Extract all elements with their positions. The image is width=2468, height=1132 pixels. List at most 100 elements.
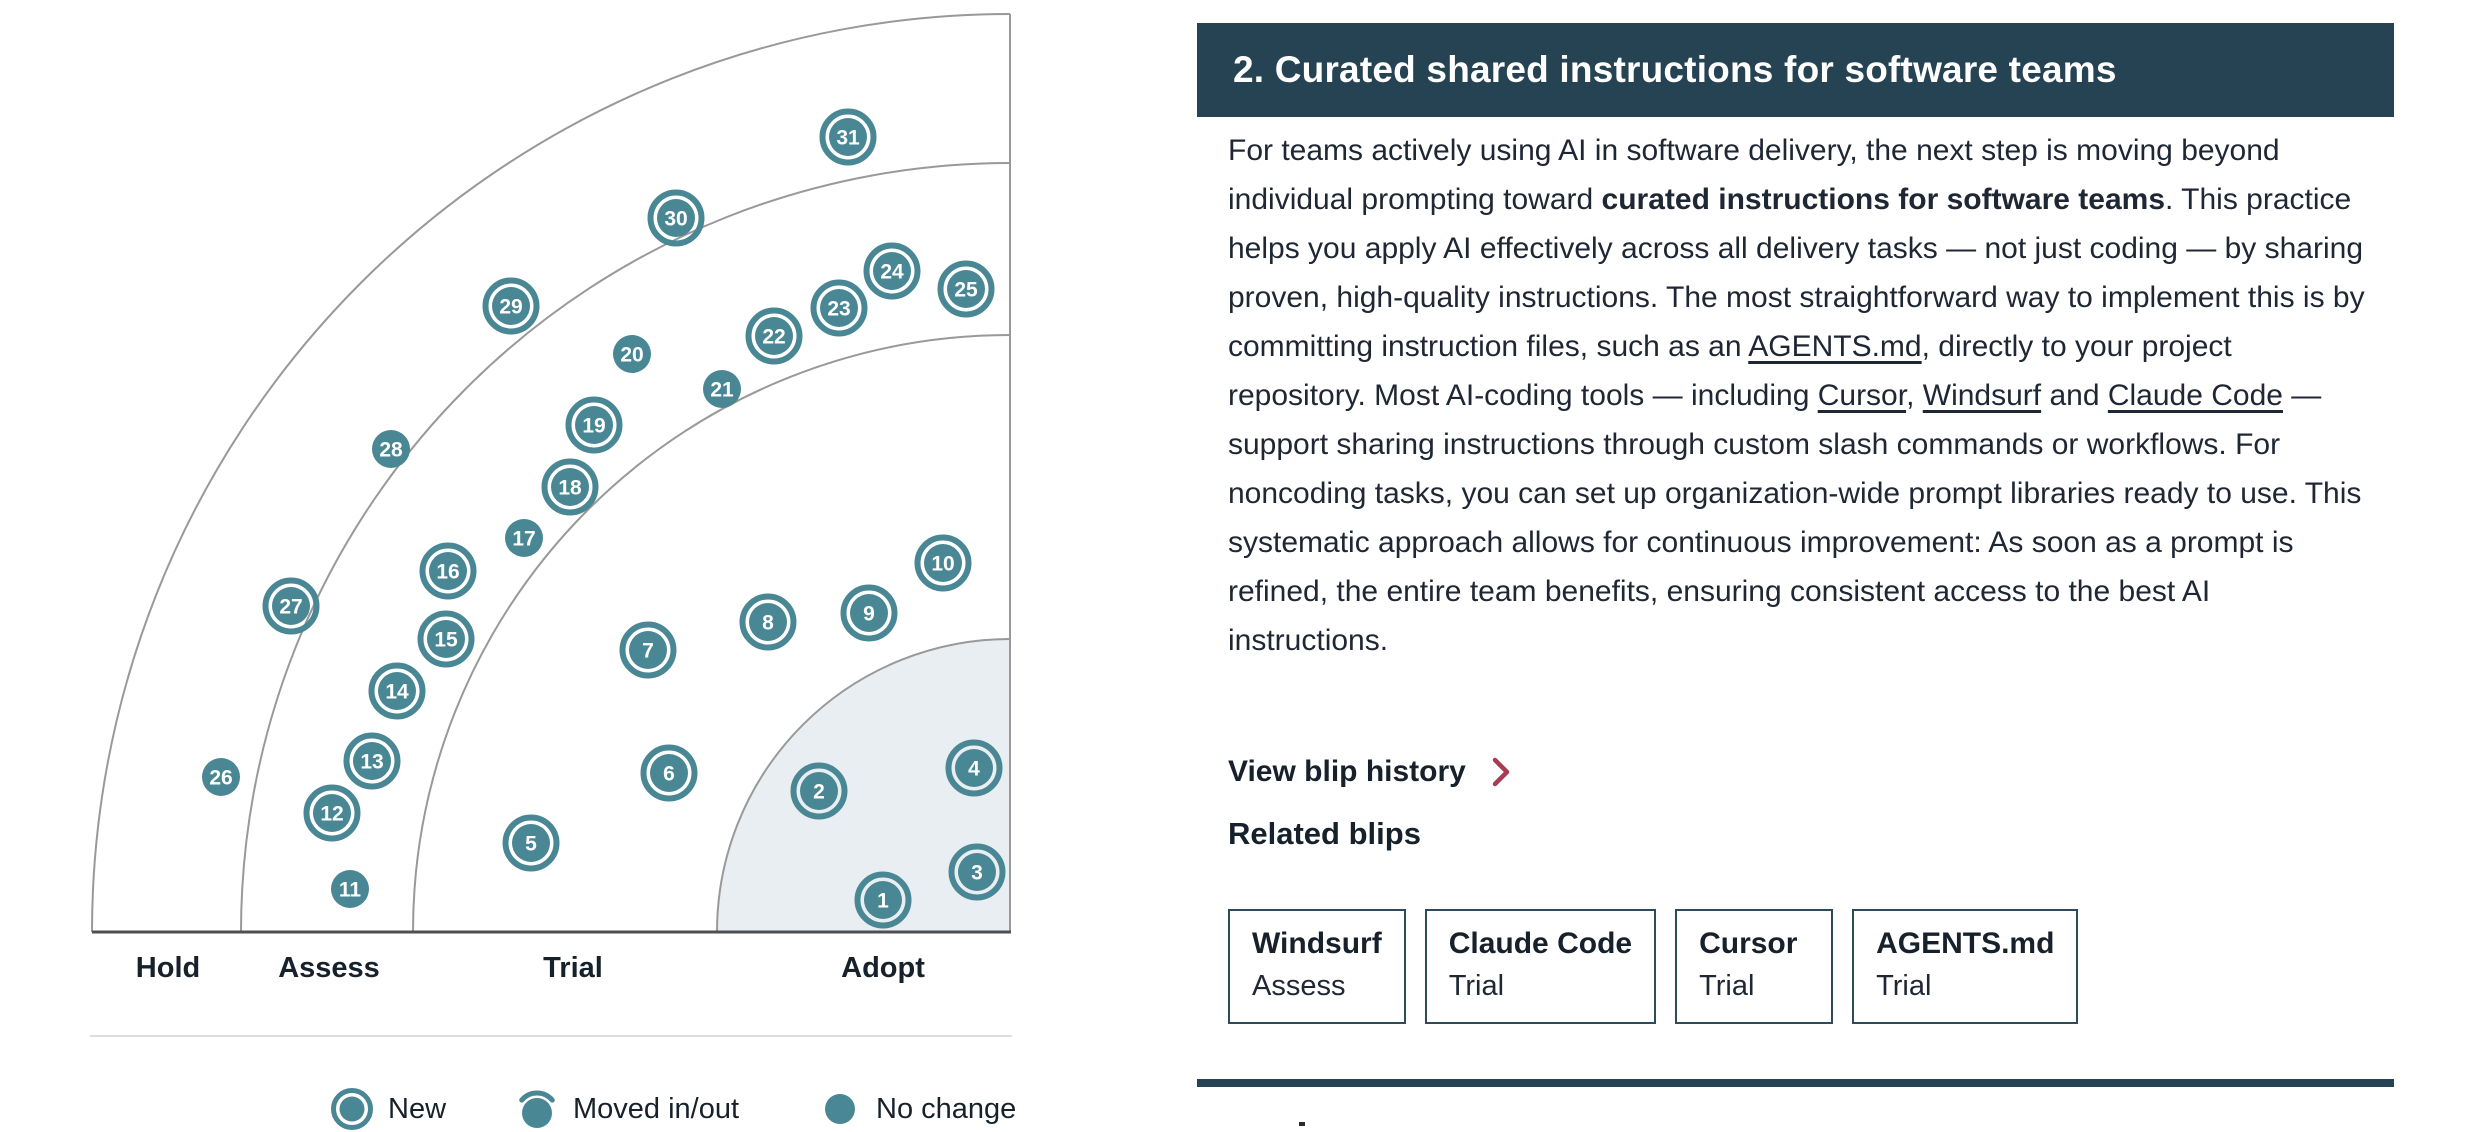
radar-blip-22[interactable]: 22 xyxy=(745,307,803,365)
radar-blip-29[interactable]: 29 xyxy=(482,277,540,335)
svg-text:10: 10 xyxy=(931,553,954,576)
radar-blip-14[interactable]: 14 xyxy=(368,662,426,720)
legend-label: New xyxy=(388,1092,447,1125)
svg-text:8: 8 xyxy=(762,612,774,635)
radar-blip-21[interactable]: 21 xyxy=(703,370,741,408)
moved-legend-icon xyxy=(519,1090,555,1128)
svg-text:28: 28 xyxy=(379,439,403,462)
inline-link[interactable]: Claude Code xyxy=(2107,379,2283,412)
legend-item-moved: Moved in/out xyxy=(515,1086,739,1132)
inline-link[interactable]: Windsurf xyxy=(1922,379,2042,412)
radar-blip-6[interactable]: 6 xyxy=(640,744,698,802)
inline-link[interactable]: Cursor xyxy=(1817,379,1907,412)
related-blip-name: Cursor xyxy=(1699,927,1798,960)
svg-text:14: 14 xyxy=(385,681,409,704)
svg-text:20: 20 xyxy=(620,344,643,367)
inline-link[interactable]: AGENTS.md xyxy=(1748,330,1922,363)
blip-title: 2. Curated shared instructions for softw… xyxy=(1233,49,2117,90)
radar-blip-25[interactable]: 25 xyxy=(937,260,995,318)
blip-description: For teams actively using AI in software … xyxy=(1228,126,2370,665)
related-blip-name: Windsurf xyxy=(1252,927,1382,960)
radar-blip-24[interactable]: 24 xyxy=(863,242,921,300)
radar-blip-15[interactable]: 15 xyxy=(417,610,475,668)
legend-label: No change xyxy=(876,1092,1017,1125)
legend-item-nochange: No change xyxy=(818,1086,1016,1132)
svg-text:3: 3 xyxy=(971,862,983,885)
radar-blip-19[interactable]: 19 xyxy=(565,396,623,454)
radar-blip-11[interactable]: 11 xyxy=(331,870,369,908)
svg-text:18: 18 xyxy=(558,477,582,500)
ring-arc-assess xyxy=(240,162,1011,933)
radar-blip-9[interactable]: 9 xyxy=(840,584,898,642)
radar-blip-5[interactable]: 5 xyxy=(502,814,560,872)
related-blip-name: AGENTS.md xyxy=(1876,927,2055,960)
svg-text:30: 30 xyxy=(664,208,687,231)
legend-label: Moved in/out xyxy=(573,1092,740,1125)
radar-blip-26[interactable]: 26 xyxy=(202,758,240,796)
svg-text:27: 27 xyxy=(279,596,302,619)
svg-text:24: 24 xyxy=(880,261,904,284)
bold-term: curated instructions for software teams xyxy=(1601,183,2166,216)
radar-blip-2[interactable]: 2 xyxy=(790,762,848,820)
related-blip-ring: Trial xyxy=(1876,970,1932,1002)
svg-text:21: 21 xyxy=(710,379,734,402)
svg-text:4: 4 xyxy=(968,758,980,781)
related-blips-heading: Related blips xyxy=(1228,816,1421,851)
radar-blip-20[interactable]: 20 xyxy=(613,335,651,373)
svg-text:9: 9 xyxy=(863,603,875,626)
radar-blip-3[interactable]: 3 xyxy=(948,843,1006,901)
paragraph-text: For teams actively using AI in software … xyxy=(1228,134,2280,216)
paragraph-text: , xyxy=(1906,379,1923,412)
radar-blip-16[interactable]: 16 xyxy=(419,542,477,600)
radar-blip-13[interactable]: 13 xyxy=(343,732,401,790)
radar-blip-8[interactable]: 8 xyxy=(739,593,797,651)
nochange-legend-icon xyxy=(825,1094,855,1124)
svg-text:1: 1 xyxy=(877,890,889,913)
radar-blip-18[interactable]: 18 xyxy=(541,458,599,516)
radar-blip-27[interactable]: 27 xyxy=(262,577,320,635)
radar-blip-28[interactable]: 28 xyxy=(372,430,410,468)
new-legend-icon xyxy=(331,1088,373,1130)
svg-text:31: 31 xyxy=(836,127,860,150)
adopt-region xyxy=(717,639,1010,932)
svg-text:5: 5 xyxy=(525,833,537,856)
ring-label-assess: Assess xyxy=(278,952,380,984)
radar-blip-4[interactable]: 4 xyxy=(945,739,1003,797)
ring-arc-hold xyxy=(91,13,1011,933)
svg-text:22: 22 xyxy=(762,326,785,349)
radar-blip-12[interactable]: 12 xyxy=(303,784,361,842)
radar-blip-7[interactable]: 7 xyxy=(619,621,677,679)
radar-blip-17[interactable]: 17 xyxy=(505,519,543,557)
paragraph-text: . This practice helps you apply AI effec… xyxy=(1228,183,2365,363)
svg-text:12: 12 xyxy=(320,803,343,826)
chevron-right-icon xyxy=(1492,757,1510,787)
svg-text:23: 23 xyxy=(827,298,850,321)
radar-blip-23[interactable]: 23 xyxy=(810,279,868,337)
cut-off-text-fragment xyxy=(1299,1122,1305,1126)
paragraph-text: — support sharing instructions through c… xyxy=(1228,379,2362,657)
radar-blip-1[interactable]: 1 xyxy=(854,871,912,929)
blip-detail-panel: 2. Curated shared instructions for softw… xyxy=(1197,0,2468,1126)
radar-blip-30[interactable]: 30 xyxy=(647,189,705,247)
svg-text:15: 15 xyxy=(434,629,458,652)
svg-text:19: 19 xyxy=(582,415,605,438)
related-blip-ring: Trial xyxy=(1448,970,1505,1002)
svg-text:6: 6 xyxy=(663,763,675,786)
related-blip-name: Claude Code xyxy=(1448,927,1633,960)
radar-blip-10[interactable]: 10 xyxy=(914,534,972,592)
related-blip-ring: Assess xyxy=(1252,970,1346,1002)
section-divider-bar xyxy=(1197,1079,2394,1087)
radar-blip-31[interactable]: 31 xyxy=(819,108,877,166)
view-blip-history-link[interactable]: View blip history xyxy=(1228,755,1510,789)
svg-text:7: 7 xyxy=(642,640,654,663)
legend-item-new: New xyxy=(330,1086,446,1132)
